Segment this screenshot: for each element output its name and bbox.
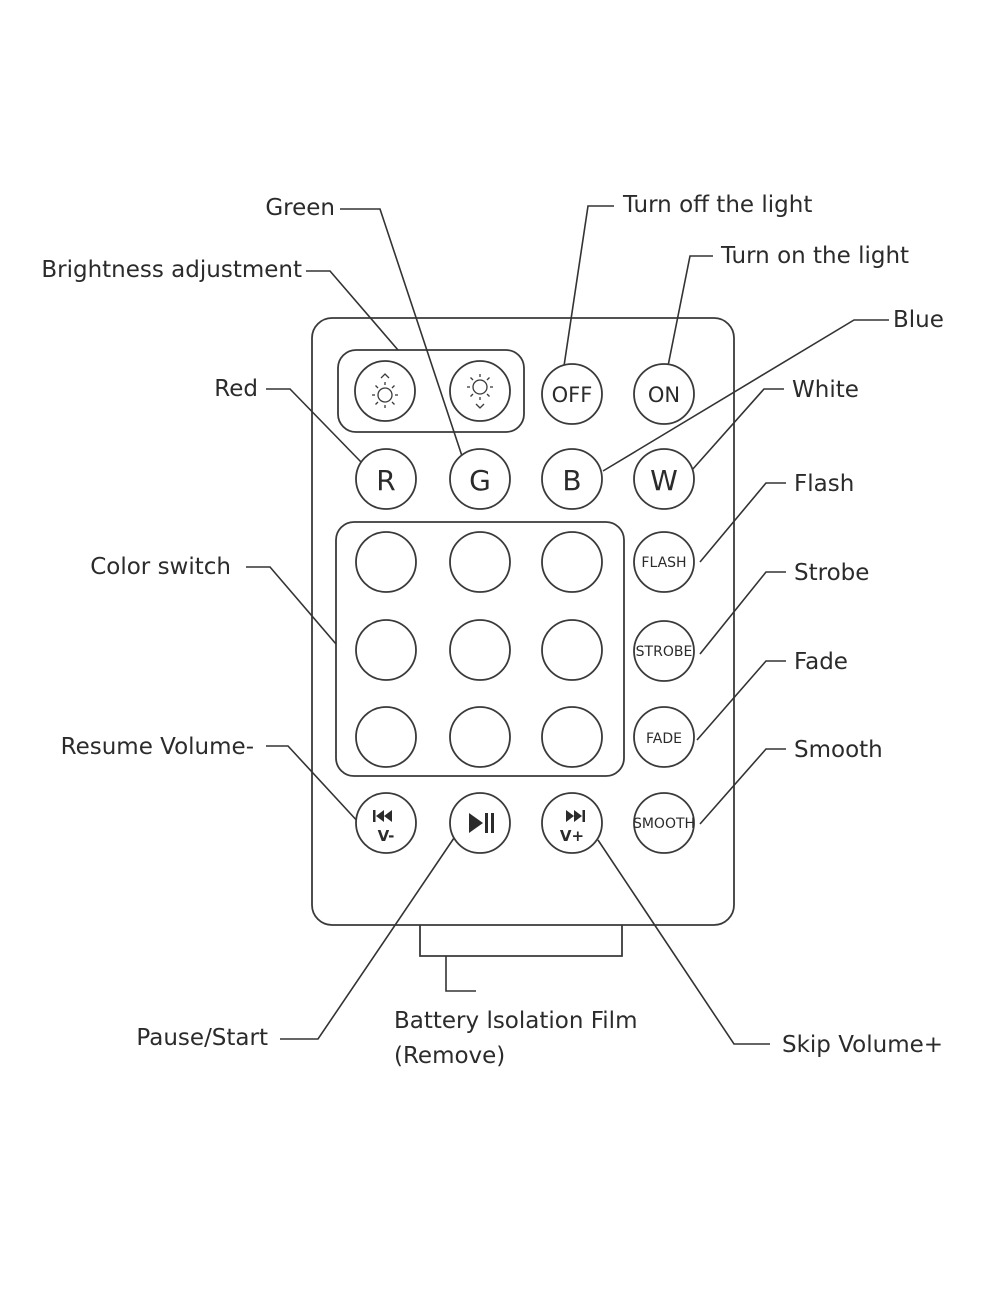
white-button[interactable]: W — [633, 448, 695, 510]
fade-button-label: FADE — [646, 731, 682, 747]
label-turn-off: Turn off the light — [622, 192, 812, 218]
label-red: Red — [214, 376, 258, 402]
color-button[interactable] — [355, 531, 417, 593]
flash-button-label: FLASH — [641, 555, 686, 571]
previous-volume-down-button[interactable]: V- — [355, 792, 417, 854]
brightness-up-button[interactable] — [354, 360, 416, 422]
label-battery-remove: (Remove) — [394, 1043, 505, 1069]
label-color-switch: Color switch — [90, 554, 231, 580]
color-button[interactable] — [541, 531, 603, 593]
leader-red — [266, 388, 363, 464]
leader-green — [340, 208, 463, 457]
next-volume-up-button[interactable]: V+ — [541, 792, 603, 854]
skip-forward-icon — [566, 810, 585, 822]
leader-skip-volume — [597, 839, 770, 1045]
label-turn-on: Turn on the light — [720, 243, 909, 269]
leader-battery — [445, 956, 476, 992]
color-button[interactable] — [449, 706, 511, 768]
leader-flash — [699, 482, 786, 563]
leader-blue — [602, 319, 889, 472]
flash-button[interactable]: FLASH — [633, 531, 695, 593]
on-button-label: ON — [648, 383, 680, 407]
red-button[interactable]: R — [355, 448, 417, 510]
play-pause-icon — [469, 813, 494, 833]
label-skip-volume: Skip Volume+ — [782, 1032, 943, 1058]
off-button-label: OFF — [552, 383, 593, 407]
color-button[interactable] — [355, 706, 417, 768]
leader-strobe — [699, 571, 786, 655]
label-flash: Flash — [794, 471, 854, 497]
label-white: White — [792, 377, 859, 403]
leader-brightness — [306, 270, 399, 351]
leader-color-switch — [246, 566, 337, 645]
leader-fade — [696, 660, 786, 741]
color-button[interactable] — [449, 619, 511, 681]
sun-arrow-up-icon — [372, 373, 398, 408]
color-button[interactable] — [449, 531, 511, 593]
smooth-button[interactable]: SMOOTH — [633, 792, 695, 854]
leader-white — [691, 388, 784, 471]
label-pause-start: Pause/Start — [136, 1025, 268, 1051]
brightness-down-button[interactable] — [449, 360, 511, 422]
green-button[interactable]: G — [449, 448, 511, 510]
volume-up-label: V+ — [560, 827, 584, 845]
label-strobe: Strobe — [794, 560, 869, 586]
leader-on — [667, 255, 713, 367]
label-blue: Blue — [893, 307, 944, 333]
fade-button[interactable]: FADE — [633, 706, 695, 768]
green-button-label: G — [469, 464, 491, 497]
white-button-label: W — [650, 464, 678, 497]
remote-body — [311, 317, 735, 926]
blue-button[interactable]: B — [541, 448, 603, 510]
leader-off — [563, 205, 614, 367]
color-switch-grid — [355, 531, 603, 768]
color-button[interactable] — [355, 619, 417, 681]
label-smooth: Smooth — [794, 737, 883, 763]
off-button[interactable]: OFF — [541, 363, 603, 425]
smooth-button-label: SMOOTH — [633, 816, 695, 832]
skip-back-icon — [373, 810, 392, 822]
on-button[interactable]: ON — [633, 363, 695, 425]
leader-lines — [246, 205, 889, 1045]
strobe-button[interactable]: STROBE — [633, 620, 695, 682]
brightness-group — [337, 349, 525, 433]
blue-button-label: B — [562, 464, 581, 497]
color-switch-group — [335, 521, 625, 777]
color-button[interactable] — [541, 706, 603, 768]
battery-film-tab — [419, 925, 623, 957]
volume-down-label: V- — [378, 827, 395, 845]
strobe-button-label: STROBE — [636, 644, 693, 660]
label-brightness: Brightness adjustment — [41, 257, 302, 283]
leader-resume-volume — [266, 745, 361, 825]
color-button[interactable] — [541, 619, 603, 681]
red-button-label: R — [376, 464, 395, 497]
leader-smooth — [699, 748, 786, 825]
play-pause-button[interactable] — [449, 792, 511, 854]
sun-arrow-down-icon — [467, 374, 493, 409]
label-green: Green — [265, 195, 335, 221]
label-resume-volume: Resume Volume- — [61, 734, 254, 760]
leader-pause-start — [280, 837, 455, 1040]
label-fade: Fade — [794, 649, 848, 675]
label-battery-film: Battery lsolation Film — [394, 1008, 637, 1034]
